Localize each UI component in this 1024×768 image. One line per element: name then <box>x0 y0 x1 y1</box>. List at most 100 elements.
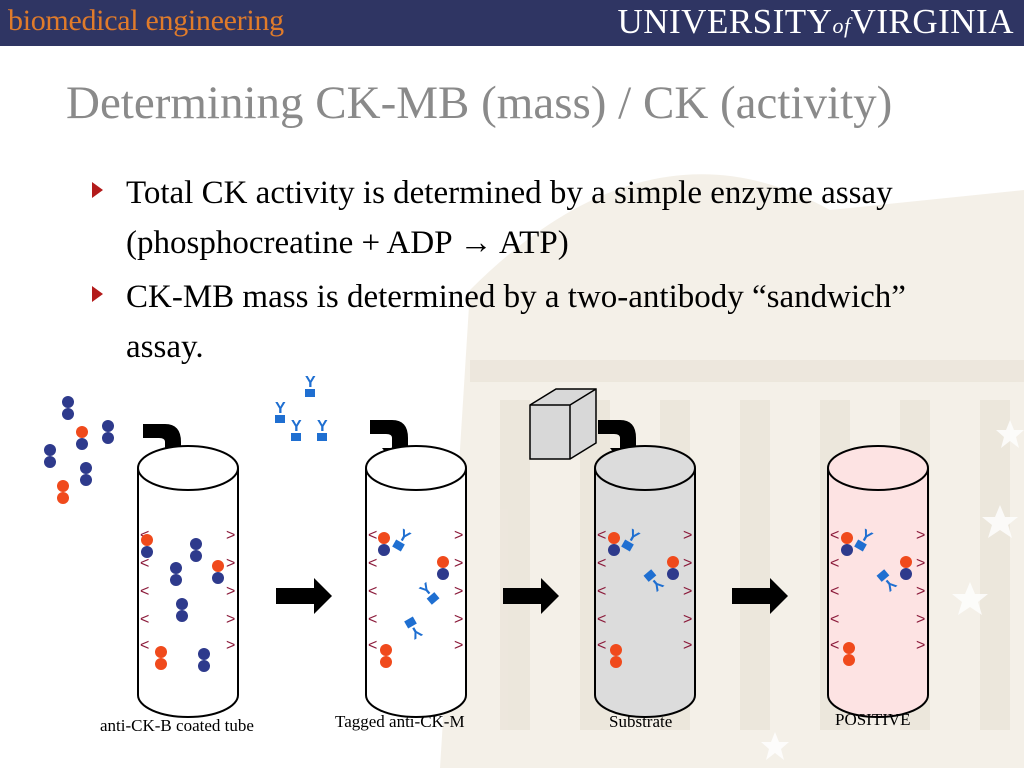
caption-coated-tube: anti-CK-B coated tube <box>100 716 254 735</box>
ck-b-subunit <box>900 556 912 568</box>
ck-m-subunit <box>170 574 182 586</box>
ck-m-subunit <box>80 474 92 486</box>
university-logo: UNIVERSITYofVIRGINIA <box>617 2 1014 42</box>
tag-marker <box>392 539 405 552</box>
ck-m-subunit <box>102 420 114 432</box>
wall-antibody-right: > <box>226 583 235 600</box>
wall-antibody-right: > <box>454 527 463 544</box>
antibody-y-icon: Y <box>305 374 316 391</box>
wall-antibody-left: < <box>597 555 606 572</box>
antibody-y-icon: Y <box>291 418 302 435</box>
tube-opening <box>137 445 239 491</box>
ck-m-subunit <box>44 444 56 456</box>
sandwich-assay-diagram: YYYY<><><><><><><><><><><><><><><><><><>… <box>0 370 1024 768</box>
wall-antibody-left: < <box>368 637 377 654</box>
wall-antibody-right: > <box>226 637 235 654</box>
ck-b-subunit <box>57 480 69 492</box>
slide-title: Determining CK-MB (mass) / CK (activity) <box>66 77 893 129</box>
wall-antibody-right: > <box>916 527 925 544</box>
bullet-list: Total CK activity is determined by a sim… <box>90 168 910 376</box>
wall-antibody-left: < <box>597 611 606 628</box>
test-tube <box>594 468 696 718</box>
process-arrow <box>503 578 559 614</box>
ck-b-subunit <box>141 534 153 546</box>
assay-illustration: YYYY<><><><><><><><><><><><><><><><><><>… <box>44 374 929 718</box>
antibody-y-icon: Y <box>275 400 286 417</box>
ck-m-subunit <box>190 550 202 562</box>
wall-antibody-left: < <box>830 527 839 544</box>
tag-marker <box>291 433 301 441</box>
wall-antibody-right: > <box>916 583 925 600</box>
bullet-text: Total CK activity is determined by a sim… <box>126 175 893 261</box>
ck-b-subunit <box>667 556 679 568</box>
wall-antibody-right: > <box>916 637 925 654</box>
ck-b-subunit <box>843 654 855 666</box>
ck-m-subunit <box>608 544 620 556</box>
wall-antibody-right: > <box>454 611 463 628</box>
wall-antibody-left: < <box>597 583 606 600</box>
wall-antibody-left: < <box>830 611 839 628</box>
wall-antibody-left: < <box>830 555 839 572</box>
wall-antibody-right: > <box>683 637 692 654</box>
triangle-bullet-icon <box>92 182 103 198</box>
process-arrow <box>276 578 332 614</box>
ck-m-subunit <box>900 568 912 580</box>
ck-b-subunit <box>212 560 224 572</box>
ck-m-subunit <box>378 544 390 556</box>
ck-m-subunit <box>80 462 92 474</box>
ck-m-subunit <box>190 538 202 550</box>
wall-antibody-left: < <box>368 527 377 544</box>
wall-antibody-right: > <box>916 611 925 628</box>
antibody-y-icon: Y <box>317 418 328 435</box>
department-name: biomedical engineering <box>8 4 284 37</box>
ck-b-subunit <box>437 556 449 568</box>
tagged-antibody: Y <box>291 418 302 441</box>
tag-marker <box>643 569 657 582</box>
tag-marker <box>876 569 890 582</box>
ck-m-subunit <box>44 456 56 468</box>
test-tube <box>365 468 467 718</box>
tube-opening <box>827 445 929 491</box>
wall-antibody-left: < <box>140 611 149 628</box>
wall-antibody-right: > <box>454 583 463 600</box>
bullet-item: CK-MB mass is determined by a two-antibo… <box>90 272 910 372</box>
caption-tagged-anti-ck-m: Tagged anti-CK-M <box>335 712 465 731</box>
university-logo-prefix: UNIVERSITY <box>617 2 833 41</box>
ck-m-subunit <box>176 598 188 610</box>
ck-b-subunit <box>843 642 855 654</box>
wall-antibody-right: > <box>916 555 925 572</box>
ck-m-subunit <box>667 568 679 580</box>
process-arrow <box>732 578 788 614</box>
tag-marker <box>426 592 440 605</box>
caption-substrate: Substrate <box>609 712 673 731</box>
university-logo-suffix: VIRGINIA <box>850 2 1014 41</box>
ck-m-subunit <box>102 432 114 444</box>
wall-antibody-right: > <box>683 611 692 628</box>
ck-b-subunit <box>57 492 69 504</box>
test-tube <box>137 468 239 718</box>
ck-m-subunit <box>212 572 224 584</box>
wall-antibody-right: > <box>226 555 235 572</box>
ck-b-subunit <box>610 656 622 668</box>
ck-b-subunit <box>155 646 167 658</box>
ck-m-subunit <box>76 438 88 450</box>
ck-b-subunit <box>380 644 392 656</box>
ck-m-subunit <box>841 544 853 556</box>
ck-m-subunit <box>198 660 210 672</box>
tag-marker <box>404 616 417 629</box>
wall-antibody-right: > <box>454 637 463 654</box>
ck-m-subunit <box>170 562 182 574</box>
ck-m-subunit <box>198 648 210 660</box>
ck-m-subunit <box>437 568 449 580</box>
wall-antibody-right: > <box>226 527 235 544</box>
triangle-bullet-icon <box>92 286 103 302</box>
wall-antibody-right: > <box>683 555 692 572</box>
substrate-cube <box>529 388 597 460</box>
wall-antibody-left: < <box>830 637 839 654</box>
wall-antibody-left: < <box>597 527 606 544</box>
bullet-item: Total CK activity is determined by a sim… <box>90 168 910 268</box>
wall-antibody-right: > <box>454 555 463 572</box>
tag-marker <box>275 415 285 423</box>
ck-b-subunit <box>380 656 392 668</box>
